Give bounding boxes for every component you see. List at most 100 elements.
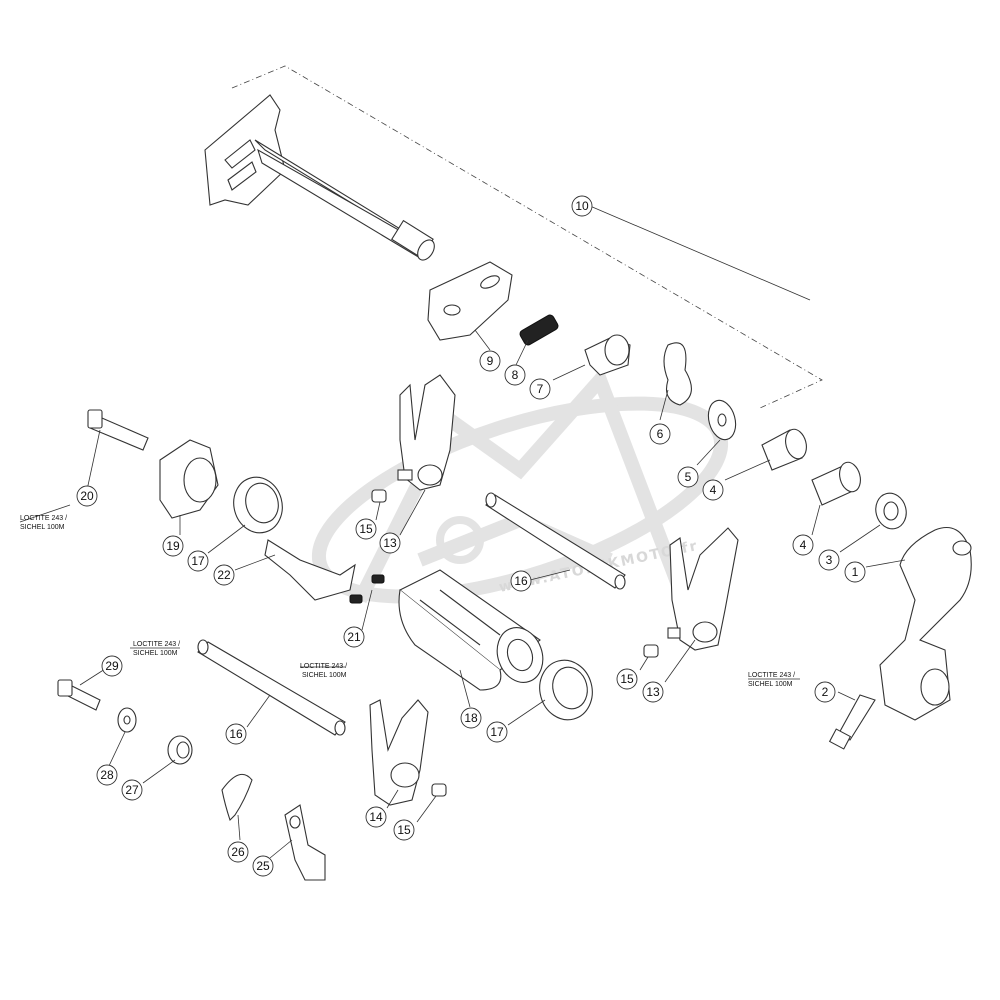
callout-6: 6 (649, 423, 671, 445)
callout-17-right: 17 (486, 721, 508, 743)
svg-text:9: 9 (487, 354, 494, 368)
callout-15-b: 15 (616, 668, 638, 690)
spring-clip (221, 773, 253, 822)
svg-text:18: 18 (464, 711, 478, 725)
drum-bearing-right (539, 659, 593, 721)
drum-bearing-left (233, 476, 283, 534)
callout-15-c: 15 (393, 819, 415, 841)
svg-text:15: 15 (359, 522, 373, 536)
svg-text:17: 17 (490, 725, 504, 739)
callout-8: 8 (504, 364, 526, 386)
callout-4-upper: 4 (702, 479, 724, 501)
guide-bushing (584, 334, 631, 376)
callout-5: 5 (677, 466, 699, 488)
svg-text:20: 20 (80, 489, 94, 503)
callout-22: 22 (213, 564, 235, 586)
shift-drum-star (159, 439, 219, 519)
svg-text:SICHEL 100M: SICHEL 100M (748, 681, 793, 688)
svg-text:LOCTITE 243 /: LOCTITE 243 / (20, 515, 67, 522)
note-loctite-20: LOCTITE 243 / SICHEL 100M (19, 504, 71, 531)
svg-text:4: 4 (710, 483, 717, 497)
callout-15-a: 15 (355, 518, 377, 540)
callout-21: 21 (343, 626, 365, 648)
svg-text:SICHEL 100M: SICHEL 100M (20, 524, 65, 531)
lever-bolt (828, 694, 876, 750)
selector-plate (427, 261, 513, 341)
svg-text:26: 26 (231, 845, 245, 859)
svg-text:15: 15 (620, 672, 634, 686)
svg-text:13: 13 (383, 536, 397, 550)
lever-bolt-29 (57, 679, 101, 711)
assembly-group-outline (231, 65, 823, 409)
callout-16-lower: 16 (225, 723, 247, 745)
note-loctite-21: LOCTITE 243 / SICHEL 100M (300, 663, 347, 679)
callout-17-left: 17 (187, 550, 209, 572)
callout-13-upper: 13 (379, 532, 401, 554)
washer-5 (707, 399, 737, 441)
svg-text:21: 21 (347, 630, 361, 644)
shift-lever (879, 526, 972, 721)
callout-9: 9 (479, 350, 501, 372)
shift-fork-lower (369, 699, 429, 806)
pin-15-a (371, 489, 387, 503)
note-loctite-2: LOCTITE 243 / SICHEL 100M (748, 672, 800, 688)
svg-text:3: 3 (826, 553, 833, 567)
svg-text:8: 8 (512, 368, 519, 382)
screw-21-a (371, 574, 385, 584)
shift-fork-upper (397, 374, 456, 491)
svg-text:15: 15 (397, 823, 411, 837)
leader-lines (79, 205, 906, 859)
svg-text:LOCTITE 243 /: LOCTITE 243 / (748, 672, 795, 679)
callout-19: 19 (162, 535, 184, 557)
svg-text:25: 25 (256, 859, 270, 873)
callout-14: 14 (365, 806, 387, 828)
callout-18: 18 (460, 707, 482, 729)
oil-seal-3 (875, 492, 907, 530)
svg-text:SICHEL 100M: SICHEL 100M (302, 672, 347, 679)
svg-text:29: 29 (105, 659, 119, 673)
svg-text:1: 1 (852, 565, 859, 579)
callout-1: 1 (844, 561, 866, 583)
shift-drum (398, 569, 544, 691)
callout-10: 10 (571, 195, 593, 217)
callout-13-lower: 13 (642, 681, 664, 703)
callout-26: 26 (227, 841, 249, 863)
svg-text:2: 2 (822, 685, 829, 699)
assembly-notes: LOCTITE 243 / SICHEL 100M LOCTITE 243 / … (19, 504, 800, 688)
shift-fork-right (667, 527, 739, 651)
shift-shaft (204, 94, 435, 261)
pin-15-b (643, 644, 659, 658)
circlip (663, 342, 692, 406)
svg-text:5: 5 (685, 470, 692, 484)
needle-bearing-lower (811, 461, 861, 506)
washer-28 (117, 707, 137, 733)
svg-text:22: 22 (217, 568, 231, 582)
pin-15-c (431, 783, 447, 797)
svg-text:19: 19 (166, 539, 180, 553)
callout-28: 28 (96, 764, 118, 786)
svg-text:10: 10 (575, 199, 589, 213)
callout-4-lower: 4 (792, 534, 814, 556)
svg-text:16: 16 (229, 727, 243, 741)
svg-text:LOCTITE 243 /: LOCTITE 243 / (133, 641, 180, 648)
retaining-plate (264, 539, 356, 601)
callout-20: 20 (76, 485, 98, 507)
callout-25: 25 (252, 855, 274, 877)
callouts: 1 2 3 4 4 5 6 7 8 9 10 13 13 14 15 15 15… (76, 195, 866, 877)
svg-text:17: 17 (191, 554, 205, 568)
callout-16-upper: 16 (510, 570, 532, 592)
fork-shaft-lower (197, 639, 346, 736)
svg-text:4: 4 (800, 538, 807, 552)
svg-text:LOCTITE 243 /: LOCTITE 243 / (300, 663, 347, 670)
svg-text:13: 13 (646, 685, 660, 699)
note-loctite-29: LOCTITE 243 / SICHEL 100M (130, 641, 180, 657)
svg-text:14: 14 (369, 810, 383, 824)
needle-bearing-upper (761, 428, 807, 471)
svg-text:16: 16 (514, 574, 528, 588)
svg-text:27: 27 (125, 783, 139, 797)
detent-lever (284, 804, 326, 881)
svg-text:SICHEL 100M: SICHEL 100M (133, 650, 178, 657)
spring (519, 314, 559, 346)
